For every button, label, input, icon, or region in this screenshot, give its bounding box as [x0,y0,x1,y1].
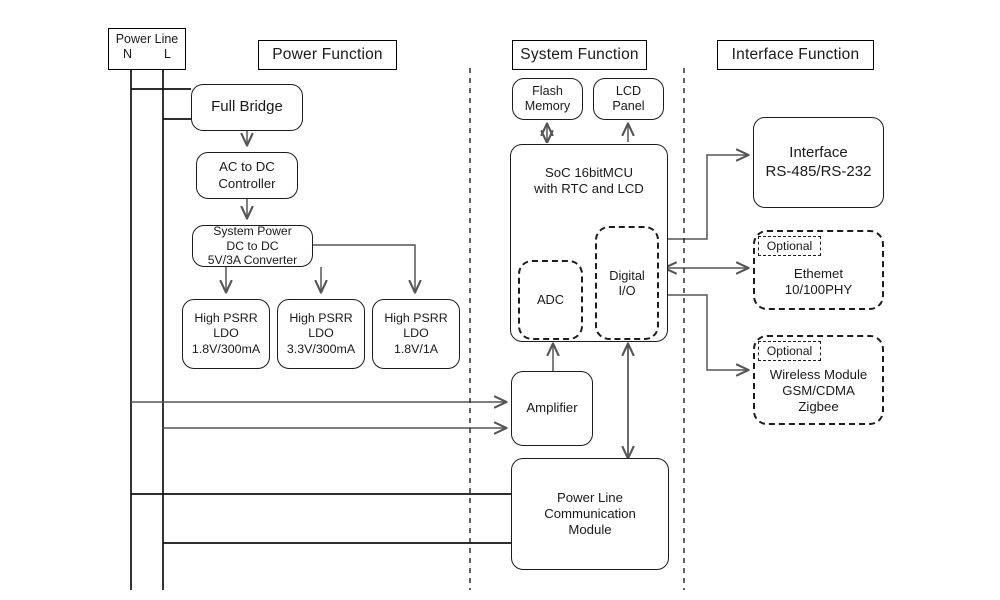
block-label: Digital I/O [609,267,645,298]
block-label: ADC [536,292,565,308]
block-label: High PSRR LDO 3.3V/300mA [286,311,356,356]
block-label: System Power DC to DC 5V/3A Converter [207,223,298,268]
block-label: Interface RS-485/RS-232 [765,144,872,180]
block-label: Ethemet 10/100PHY [784,265,853,297]
block-system-power-converter[interactable]: System Power DC to DC 5V/3A Converter [192,223,313,268]
block-interface-rs485-rs232[interactable]: Interface RS-485/RS-232 [753,117,884,208]
block-full-bridge[interactable]: Full Bridge [191,84,303,131]
section-header-label: Interface Function [731,46,860,63]
block-soc-mcu[interactable]: SoC 16bitMCU with RTC and LCD [510,144,668,342]
badge-label: Optional [766,344,813,358]
power-line-live-label: L [164,47,171,61]
badge-optional-wireless: Optional [758,341,821,361]
block-label: High PSRR LDO 1.8V/1A [384,311,448,356]
power-line-title: Power Line [115,32,179,46]
block-lcd-panel[interactable]: LCD Panel [593,78,664,120]
block-label: SoC 16bitMCU with RTC and LCD [534,165,644,197]
block-label: Wireless Module GSM/CDMA Zigbee [769,366,868,414]
section-header-system-function: System Function [512,40,647,70]
badge-optional-ethernet: Optional [758,236,821,256]
block-digital-io[interactable]: Digital I/O [595,226,659,340]
power-line-neutral-label: N [123,47,133,61]
badge-label: Optional [766,239,813,253]
block-label: AC to DC Controller [218,159,276,191]
block-label: LCD Panel [612,83,645,113]
block-adc[interactable]: ADC [518,260,583,340]
section-header-power-function: Power Function [258,40,397,70]
block-ldo-1v8-300ma[interactable]: High PSRR LDO 1.8V/300mA [182,299,270,369]
section-header-interface-function: Interface Function [717,40,874,70]
block-label: Flash Memory [524,83,571,113]
power-line-source-box: Power Line N L [108,28,186,70]
shunt-sense-lines [131,402,506,428]
block-amplifier[interactable]: Amplifier [511,371,593,446]
block-ldo-3v3-300ma[interactable]: High PSRR LDO 3.3V/300mA [277,299,365,369]
block-label: High PSRR LDO 1.8V/300mA [191,311,261,356]
block-label: Power Line Communication Module [544,489,636,538]
block-power-line-communication-module[interactable]: Power Line Communication Module [511,458,669,570]
section-header-label: System Function [520,46,639,63]
interface-link-lines [665,155,748,370]
block-ac-to-dc-controller[interactable]: AC to DC Controller [196,152,298,199]
block-flash-memory[interactable]: Flash Memory [512,78,583,120]
section-header-label: Power Function [272,46,383,63]
block-label: Amplifier [526,400,578,416]
block-label: Full Bridge [211,98,283,116]
block-ldo-1v8-1a[interactable]: High PSRR LDO 1.8V/1A [372,299,460,369]
